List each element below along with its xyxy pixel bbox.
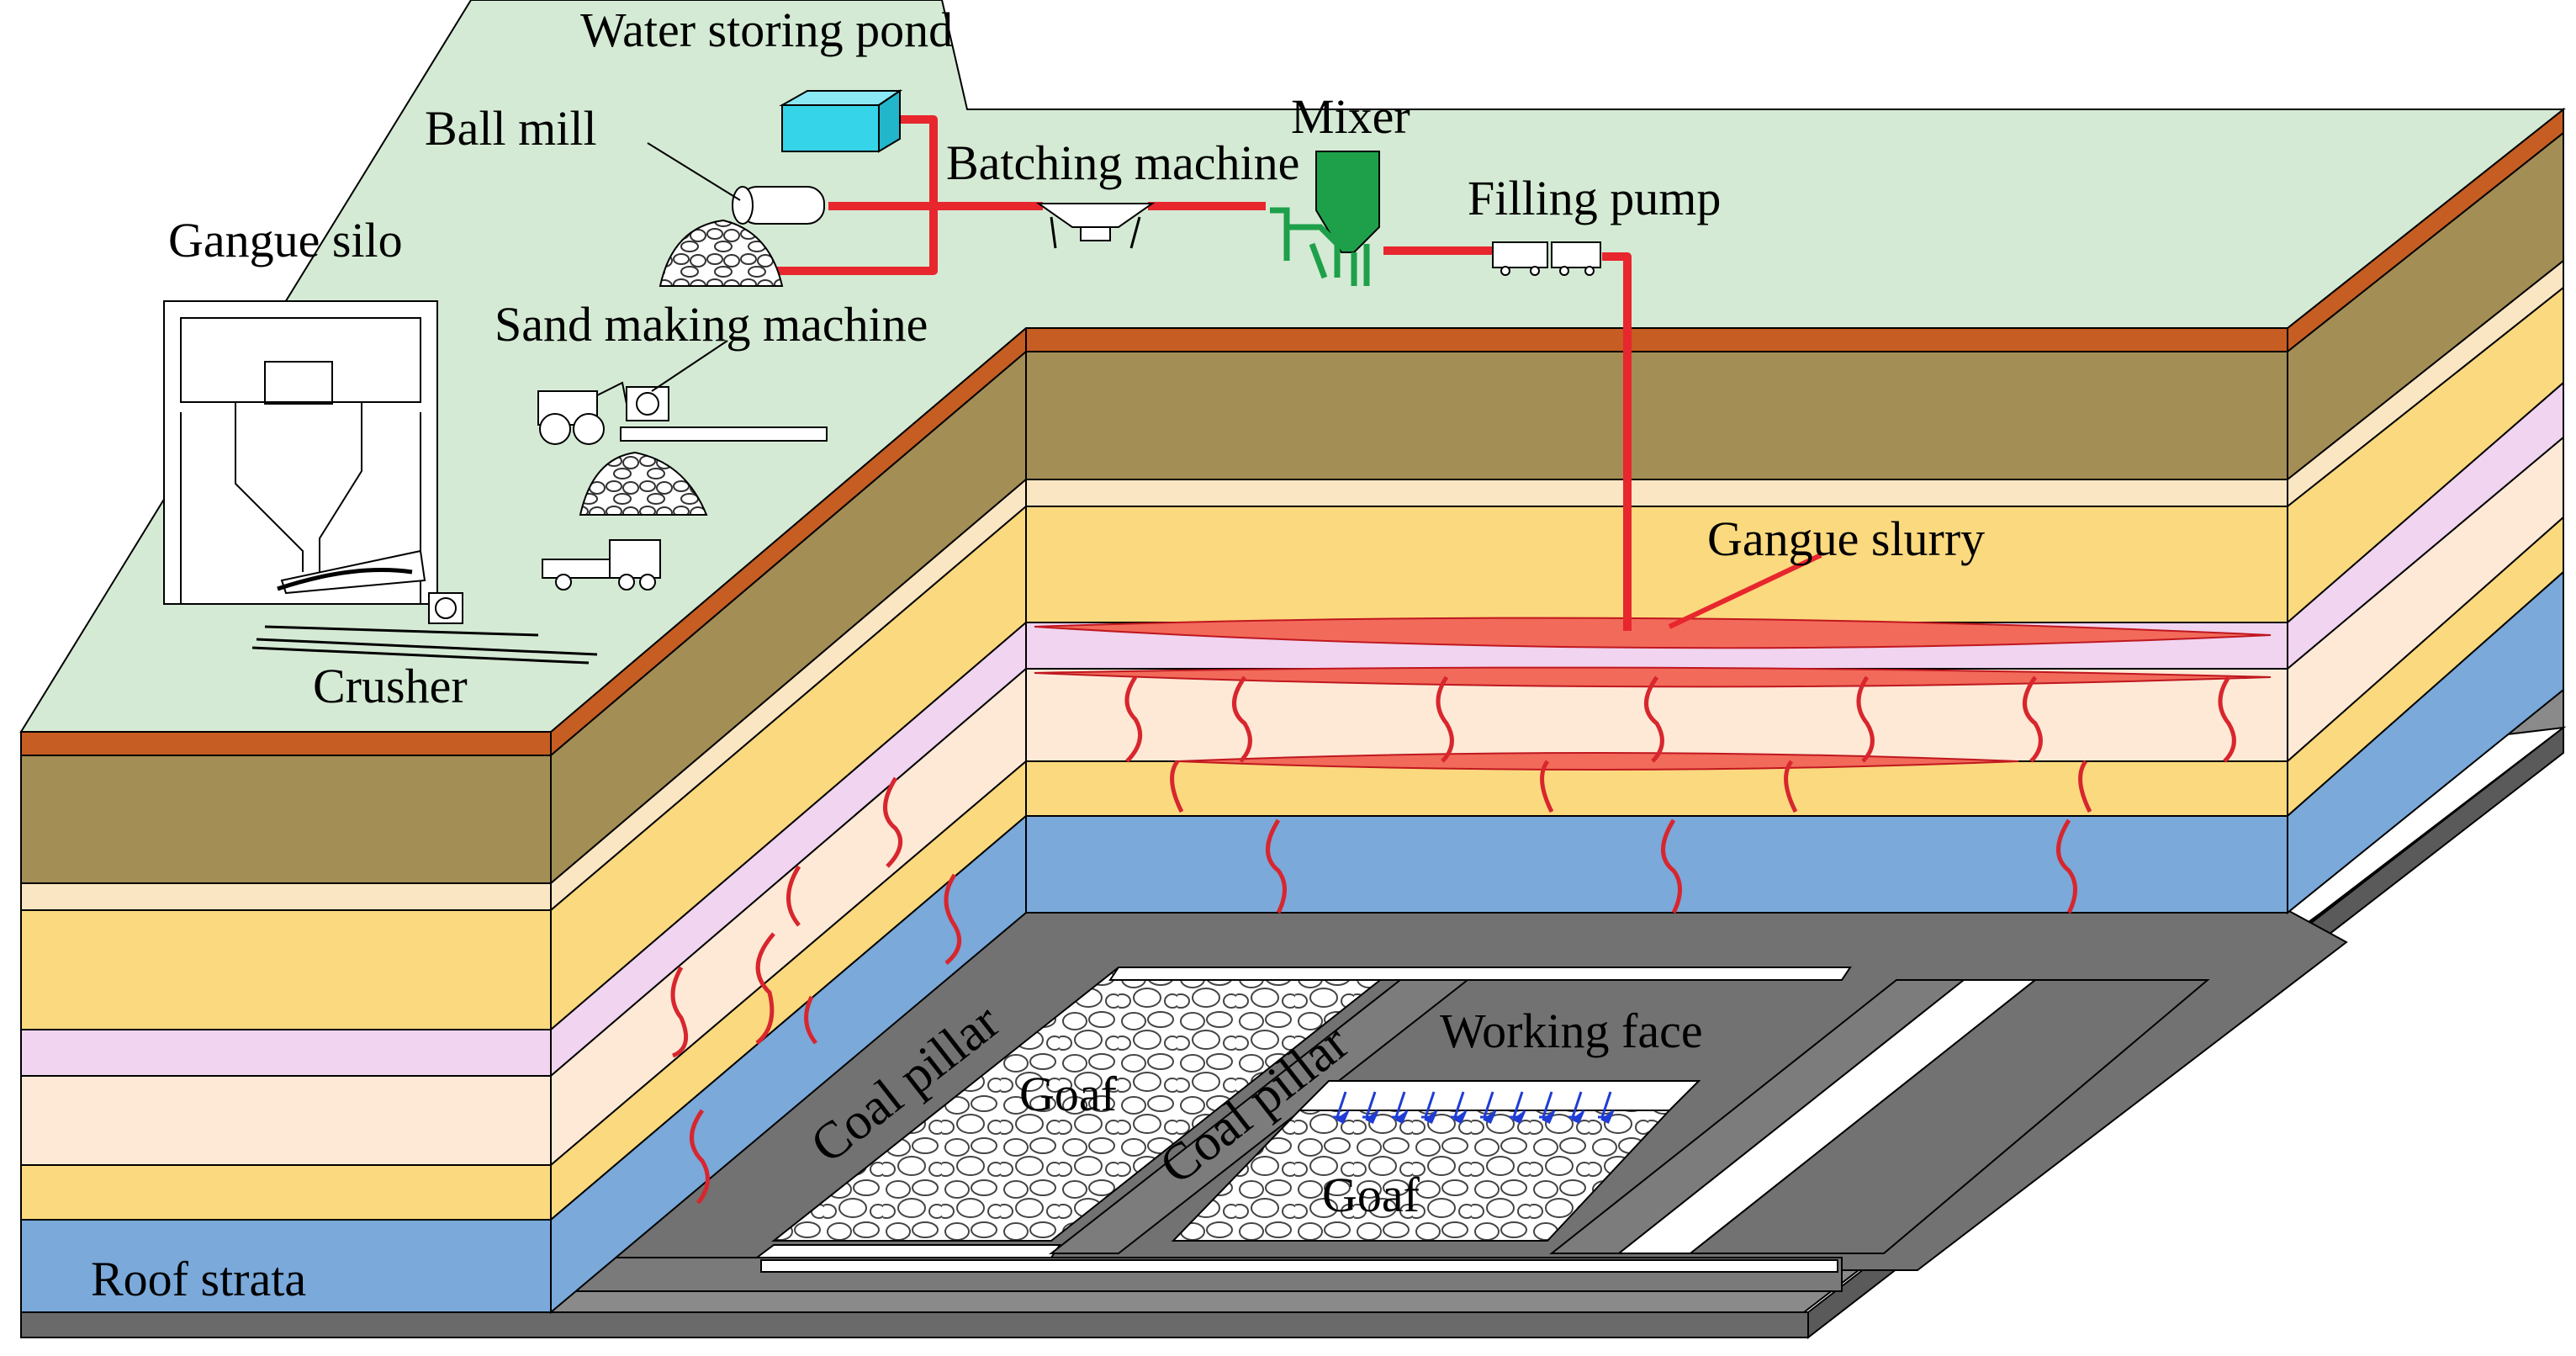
back-olive-layer (1025, 351, 2288, 480)
fracture-11 (2078, 760, 2092, 813)
slurry-lens-upper (1034, 617, 2272, 649)
support-10 (1598, 1091, 1615, 1125)
back-cream-layer (1025, 479, 2288, 507)
slurry-lens-lower (1034, 666, 2272, 688)
fracture-8 (1170, 760, 1184, 813)
support-1 (1333, 1091, 1350, 1125)
back-yellow-layer-1 (1025, 506, 2288, 623)
front-yellow-layer-1 (20, 909, 552, 1030)
label-roof-strata: Roof strata (91, 1252, 306, 1306)
fracture-15 (883, 776, 903, 868)
pipe-pond-to-mill (770, 115, 938, 275)
front-block-front-face (20, 731, 552, 1313)
loader-icon (537, 381, 627, 445)
gangue-pile-icon (579, 451, 708, 516)
right-blue (2287, 569, 2564, 915)
back-soil-band (1025, 327, 2288, 352)
front-yellow-layer-2 (20, 1164, 552, 1221)
surface-equipment (163, 89, 1601, 665)
support-6 (1480, 1091, 1497, 1125)
label-batching-machine: Batching machine (946, 135, 1299, 190)
fracture-3 (1436, 675, 1454, 763)
working-face-zone (1297, 1080, 1701, 1111)
hydraulic-supports (1333, 1091, 1615, 1125)
support-4 (1421, 1091, 1438, 1125)
floor-front (20, 1311, 1809, 1338)
crusher-icon (251, 549, 598, 665)
gangue-silo-icon (163, 300, 438, 605)
support-9 (1568, 1091, 1585, 1125)
mixer-icon (1270, 151, 1380, 286)
back-yellow-layer-2 (1025, 760, 2288, 817)
label-filling-pump: Filling pump (1468, 171, 1721, 225)
roadway-left (754, 1244, 1061, 1258)
fracture-10 (1784, 760, 1798, 813)
right-side-face (2287, 107, 2564, 915)
water-pond-icon (779, 89, 903, 153)
pipe-downhole (1602, 252, 1632, 631)
filling-pump-icon (1492, 241, 1601, 276)
front-block-side-face (550, 326, 1027, 1315)
ball-mill-icon (647, 142, 825, 225)
fracture-2 (1232, 675, 1252, 763)
unmined-coal (1688, 979, 2210, 1254)
coal-pillar-left-block (1049, 979, 1470, 1254)
back-blue-layer (1025, 815, 2288, 914)
fracture-21 (690, 1109, 710, 1205)
fracture-12 (1266, 818, 1287, 914)
slurry-fractures (670, 675, 2236, 1205)
batching-machine-icon (1035, 203, 1156, 249)
label-crusher: Crusher (313, 659, 468, 713)
gangue-slurry-injection (670, 553, 2272, 1205)
front-peach-layer (20, 1075, 552, 1166)
surface-pipeline (770, 115, 1632, 631)
front-cream-layer (20, 882, 552, 911)
underground-layout (754, 967, 2210, 1273)
front-lavender-layer (20, 1029, 552, 1077)
fracture-14 (2056, 818, 2077, 914)
sand-pile-icon (659, 219, 784, 287)
label-mixer: Mixer (1291, 89, 1410, 144)
truck-icon (542, 539, 661, 591)
fracture-4 (1644, 675, 1664, 763)
label-goaf-right: Goaf (1322, 1168, 1420, 1222)
label-goaf-left: Goaf (1019, 1067, 1118, 1121)
label-gangue-slurry: Gangue slurry (1707, 511, 1985, 566)
label-working-face: Working face (1440, 1004, 1703, 1058)
roadway-back (1108, 967, 1852, 981)
label-gangue-silo: Gangue silo (168, 213, 403, 267)
fracture-20 (804, 995, 818, 1045)
fracture-19 (944, 873, 962, 965)
label-water-storing-pond: Water storing pond (580, 3, 953, 57)
fracture-6 (2023, 675, 2043, 763)
fracture-5 (1856, 675, 1875, 763)
fracture-1 (1124, 675, 1143, 763)
front-olive-layer (20, 755, 552, 884)
support-7 (1510, 1091, 1526, 1125)
label-sand-making-machine: Sand making machine (495, 297, 928, 352)
label-ball-mill: Ball mill (425, 101, 597, 156)
fracture-9 (1540, 760, 1554, 813)
gangue-slurry-leader (1668, 553, 1822, 629)
fracture-13 (1661, 818, 1682, 914)
support-2 (1362, 1091, 1379, 1125)
fracture-7 (2218, 675, 2236, 763)
fracture-16 (786, 865, 801, 927)
diagram-labels: Water storing pond Ball mill Batching ma… (91, 3, 1985, 1306)
support-8 (1539, 1091, 1556, 1125)
support-5 (1451, 1091, 1468, 1125)
front-soil-band (20, 731, 552, 756)
support-3 (1392, 1091, 1409, 1125)
fracture-17 (755, 932, 775, 1045)
sand-machine-conveyor-icon (620, 340, 828, 442)
haulage-roadway (760, 1259, 1838, 1273)
fracture-18 (670, 966, 689, 1058)
front-blue-layer (20, 1219, 552, 1313)
